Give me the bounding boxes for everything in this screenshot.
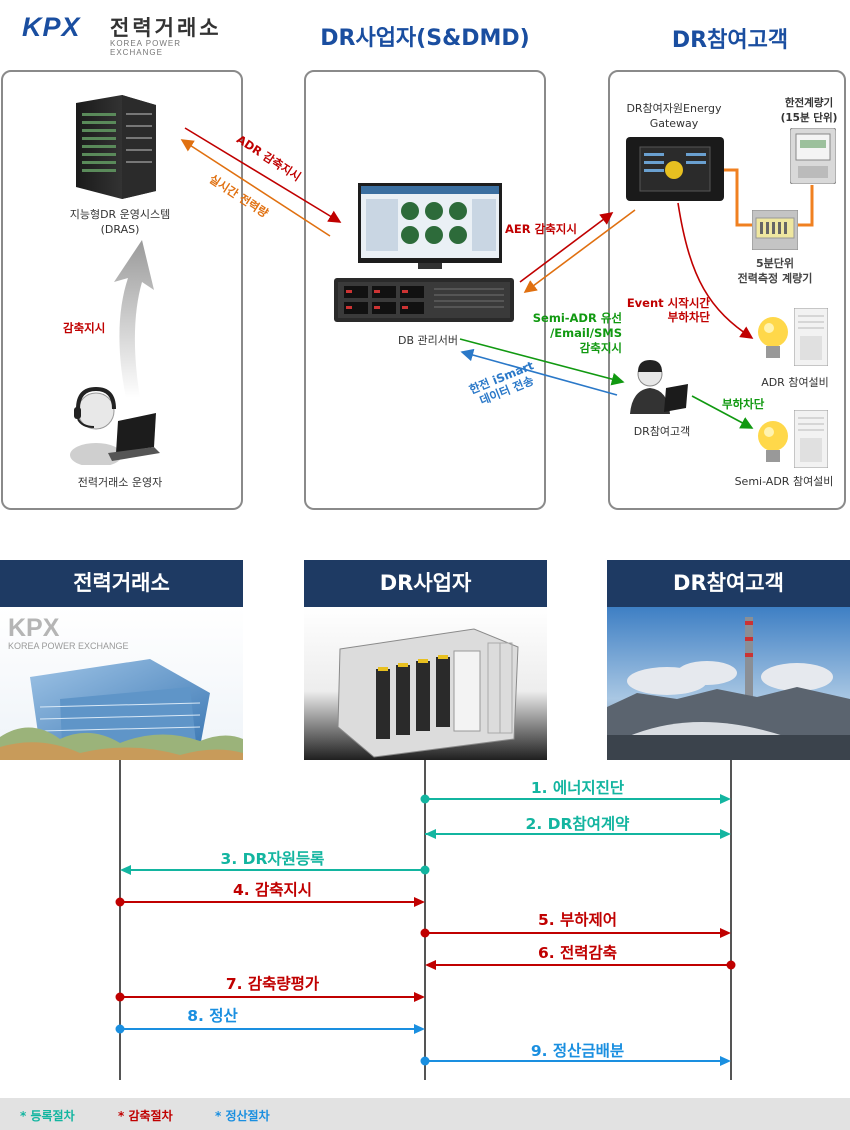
step-2-arrowhead (720, 829, 731, 839)
step-8-label: 8. 정산 (187, 1007, 238, 1025)
legend-bar: * 등록절차 * 감축절차 * 정산절차 (0, 1098, 850, 1130)
lightbulb-icon (758, 317, 788, 358)
top-connectors (180, 127, 814, 429)
step-7-arrowhead (414, 992, 425, 1002)
step-5-origin-dot (420, 928, 430, 938)
five-min-meter-icon (752, 210, 798, 250)
kepco-meter-icon (790, 128, 836, 184)
monitor-icon (358, 183, 502, 269)
operator-label: 전력거래소 운영자 (77, 476, 163, 489)
step-9-origin-dot (420, 1056, 430, 1066)
header-dr-provider: DR사업자 (304, 560, 547, 607)
step-1-label: 1. 에너지진단 (530, 779, 625, 797)
aer-order-label: AER 감축지시 (505, 222, 577, 236)
step-4-arrowhead (414, 897, 425, 907)
step-1-origin-dot (420, 794, 430, 804)
step-6-arrowhead (425, 960, 436, 970)
event-cut-label: Event 시작시간 부하차단 (626, 296, 710, 324)
legend-register: * 등록절차 (20, 1109, 75, 1123)
step-7-origin-dot (115, 992, 125, 1002)
title-dr-provider: DR사업자(S&DMD) (320, 26, 530, 51)
adr-facility-label: ADR 참여설비 (761, 376, 829, 389)
step-2-arrowtail (425, 829, 436, 839)
kpx-image-subtitle: KOREA POWER EXCHANGE (8, 641, 129, 651)
step-3-label: 3. DR자원등록 (220, 850, 325, 868)
operator-icon (70, 386, 160, 465)
step-8-arrowhead (414, 1024, 425, 1034)
step-4-label: 4. 감축지시 (232, 881, 313, 899)
kpx-image-title: KPX (8, 614, 60, 642)
step-3-origin-dot (420, 865, 430, 875)
server-rack-icon (76, 95, 156, 199)
energy-gateway-icon (626, 137, 724, 201)
logo-mark: KPX (22, 12, 81, 42)
step-9-label: 9. 정산금배분 (530, 1042, 625, 1060)
header-kpx: 전력거래소 (0, 560, 243, 607)
step-6-label: 6. 전력감축 (537, 944, 618, 962)
step-5-label: 5. 부하제어 (537, 911, 618, 929)
air-conditioner-icon (794, 308, 828, 366)
sequence-diagram (115, 760, 736, 1080)
lightbulb-icon-2 (758, 421, 788, 462)
logo-name-en: KOREA POWER EXCHANGE (110, 39, 182, 57)
five-min-meter-label: 5분단위 전력측정 계량기 (737, 257, 813, 285)
step-2-label: 2. DR참여계약 (525, 815, 630, 833)
cut-order-label: 감축지시 (63, 321, 106, 335)
gateway-label: DR참여자원Energy Gateway (626, 102, 722, 130)
step-8-origin-dot (115, 1024, 125, 1034)
datacenter-container-image (304, 607, 547, 760)
legend-reduce: * 감축절차 (118, 1109, 173, 1123)
kpx-logo: KPX 전력거래소 KOREA POWER EXCHANGE (22, 10, 222, 57)
customer-person-icon (630, 360, 688, 414)
step-1-arrowhead (720, 794, 731, 804)
header-dr-customer: DR참여고객 (607, 560, 850, 607)
step-6-origin-dot (726, 960, 736, 970)
semi-facility-label: Semi-ADR 참여설비 (734, 475, 834, 488)
load-cut-label: 부하차단 (722, 397, 765, 411)
step-7-label: 7. 감축량평가 (225, 975, 320, 993)
step-4-origin-dot (115, 897, 125, 907)
upward-arrow-icon (114, 240, 154, 398)
dras-label: 지능형DR 운영시스템 (DRAS) (69, 208, 171, 236)
legend-settle: * 정산절차 (215, 1109, 270, 1123)
industrial-plant-image (607, 607, 850, 760)
air-conditioner-icon-2 (794, 410, 828, 468)
step-5-arrowhead (720, 928, 731, 938)
kpx-building-image (0, 607, 243, 760)
customer-label: DR참여고객 (633, 425, 691, 438)
db-server-label: DB 관리서버 (398, 334, 458, 347)
db-server-icon (334, 278, 514, 322)
logo-name-kr: 전력거래소 (110, 16, 222, 40)
step-3-arrowhead (120, 865, 131, 875)
step-9-arrowhead (720, 1056, 731, 1066)
title-dr-customer: DR참여고객 (671, 28, 789, 53)
kepco-meter-label: 한전계량기 (15분 단위) (780, 97, 838, 124)
semi-adr-label: Semi-ADR 유선 /Email/SMS 감축지시 (532, 311, 622, 355)
